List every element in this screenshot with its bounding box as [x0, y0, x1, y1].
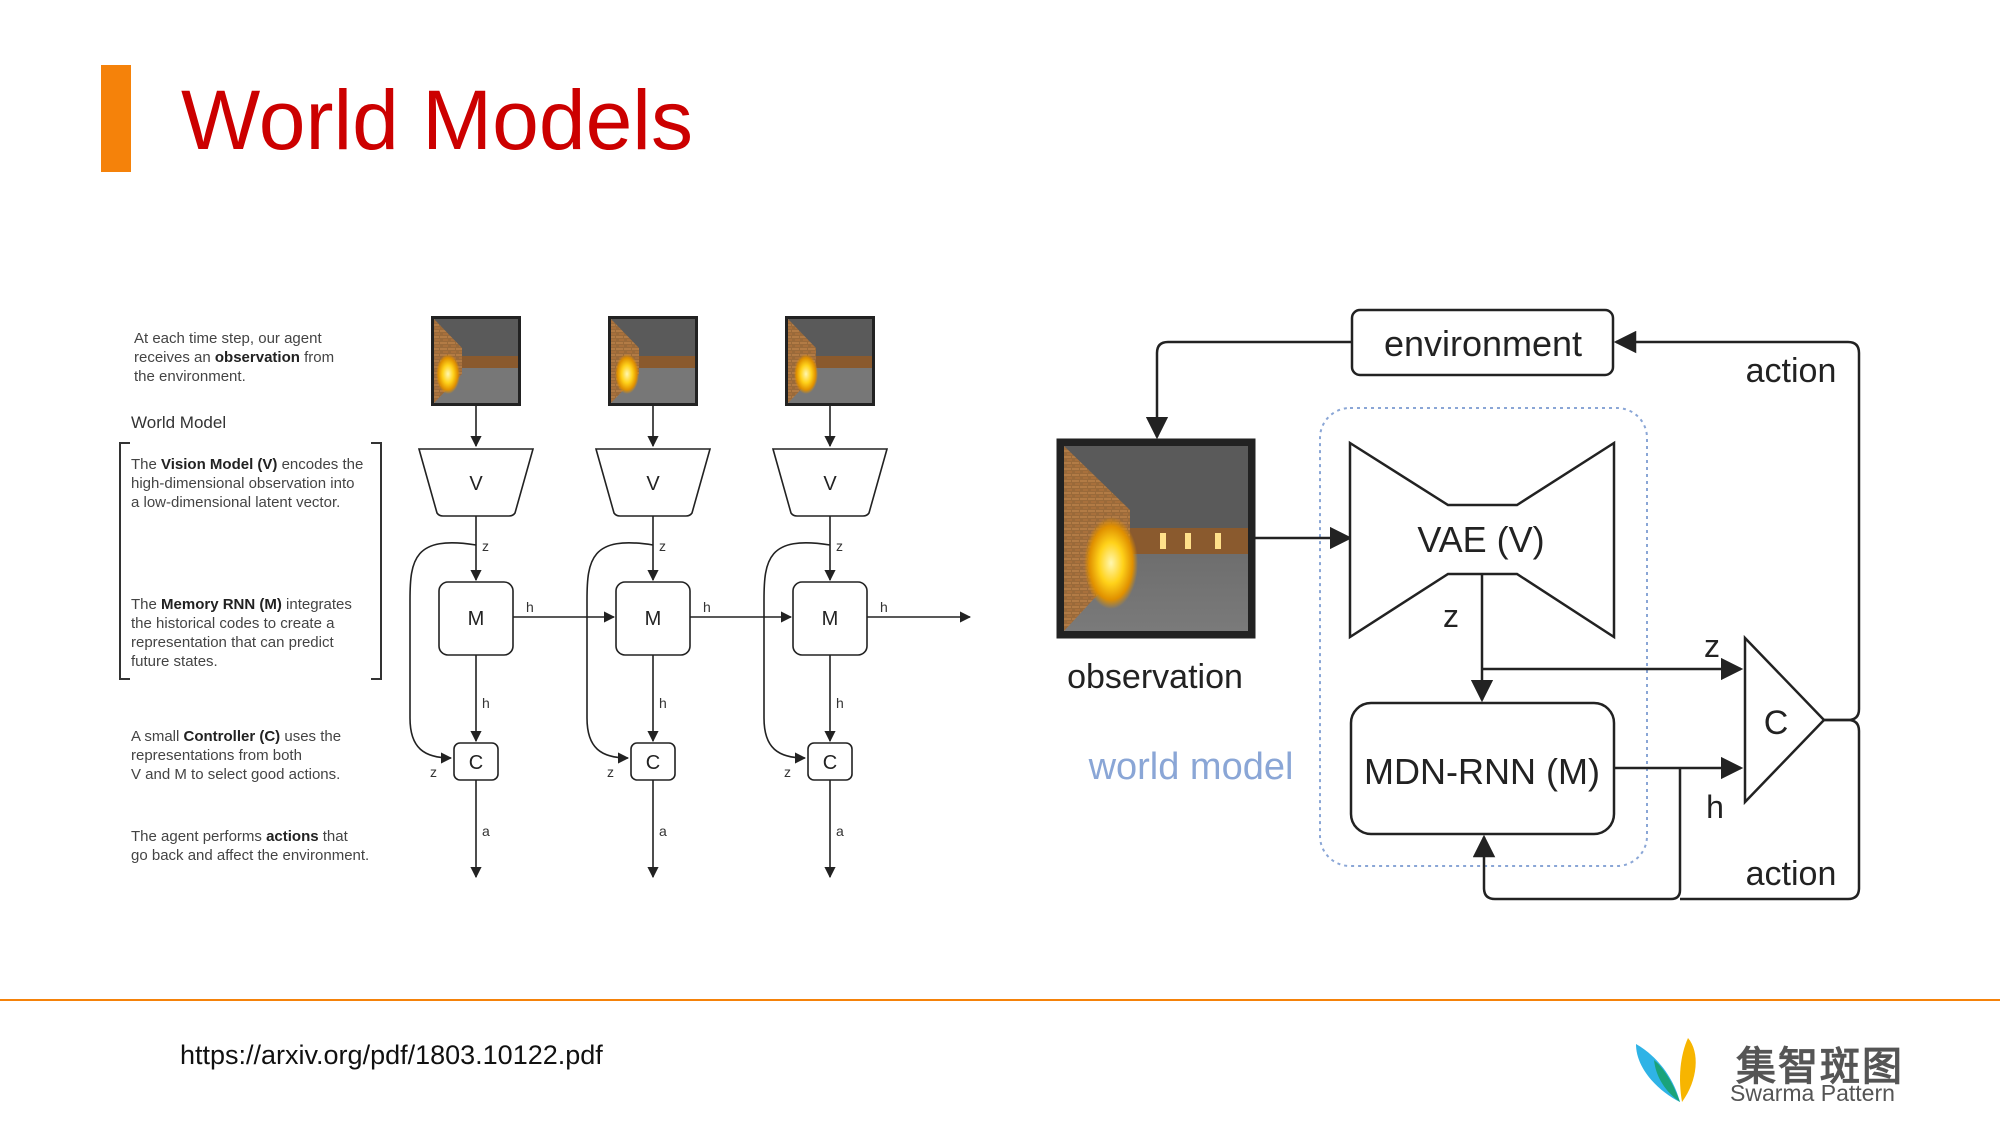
- controller-label-1: C: [469, 752, 483, 774]
- action-feedback-loop: [1680, 718, 1861, 901]
- m-h-label-2: h: [659, 695, 667, 711]
- vae-encoder-decoder-shape: [1348, 440, 1616, 640]
- action-label-1: a: [482, 823, 490, 839]
- obs-fireball-3: [794, 354, 818, 394]
- controller-label: C: [1764, 704, 1789, 742]
- footer-divider: [0, 999, 2000, 1001]
- h-label: h: [1706, 789, 1724, 825]
- environment-label: environment: [1384, 323, 1582, 364]
- vae-label: VAE (V): [1417, 519, 1544, 560]
- obs-corridor-3: [816, 356, 872, 368]
- vision-model-label-2: V: [646, 473, 660, 495]
- action-label-top: action: [1746, 352, 1837, 390]
- obs-corridor-1: [462, 356, 518, 368]
- logo-english-name: Swarma Pattern: [1730, 1080, 1895, 1106]
- obs-fireball-1: [436, 354, 460, 394]
- vision-model-label-1: V: [469, 473, 483, 495]
- world-model-bracket-right: [371, 442, 382, 680]
- vae-z-label: z: [1443, 598, 1459, 634]
- mdn-rnn-label: MDN-RNN (M): [1364, 751, 1600, 792]
- z-to-controller-label: z: [1704, 628, 1720, 664]
- controller-label-3: C: [823, 752, 837, 774]
- z-to-controller-curve-3: [763, 542, 831, 764]
- env-to-observation-arrow: [1145, 340, 1352, 440]
- z-to-controller-curve-1: [409, 542, 477, 764]
- observation-image: [1056, 438, 1256, 639]
- action-label-bottom: action: [1746, 855, 1837, 893]
- observation-label: observation: [1067, 658, 1243, 696]
- world-model-bracket-left: [119, 442, 130, 680]
- vision-model-shape-1: [417, 448, 535, 517]
- c-z-label-3: z: [784, 764, 791, 780]
- hidden-state-label-2: h: [703, 599, 711, 615]
- c-z-label-2: z: [607, 764, 614, 780]
- world-model-heading: World Model: [131, 413, 226, 432]
- paper-url[interactable]: https://arxiv.org/pdf/1803.10122.pdf: [180, 1040, 603, 1070]
- controller-triangle: [1743, 634, 1826, 806]
- v-z-label-2: z: [659, 538, 666, 554]
- z-to-controller-curve-2: [586, 542, 654, 764]
- world-model-label: world model: [1088, 746, 1294, 788]
- m-h-label-3: h: [836, 695, 844, 711]
- memory-rnn-label-2: M: [645, 608, 662, 630]
- obs-corridor-2: [639, 356, 695, 368]
- vision-model-shape-2: [594, 448, 712, 517]
- hidden-state-label-1: h: [526, 599, 534, 615]
- right-diagram: environment action observation world mod…: [1056, 308, 1861, 901]
- controller-label-2: C: [646, 752, 660, 774]
- vision-model-label-3: V: [823, 473, 837, 495]
- action-label-2: a: [659, 823, 667, 839]
- action-to-environment-arrow: [1613, 330, 1861, 722]
- action-label-3: a: [836, 823, 844, 839]
- m-h-label-1: h: [482, 695, 490, 711]
- swarma-logo-icon: [1636, 1038, 1696, 1102]
- h-recurrent-loop: [1472, 768, 1682, 901]
- hidden-state-label-3: h: [880, 599, 888, 615]
- memory-rnn-label-3: M: [822, 608, 839, 630]
- v-z-label-3: z: [836, 538, 843, 554]
- title-accent-bar: [101, 65, 131, 172]
- c-z-label-1: z: [430, 764, 437, 780]
- obs-fireball-2: [615, 354, 639, 394]
- logo-chinese-name: 集智斑图: [1736, 1045, 1904, 1089]
- v-z-label-1: z: [482, 538, 489, 554]
- memory-rnn-label-1: M: [468, 608, 485, 630]
- slide-title: World Models: [181, 73, 693, 167]
- vision-model-shape-3: [771, 448, 889, 517]
- world-model-boundary: [1319, 407, 1648, 867]
